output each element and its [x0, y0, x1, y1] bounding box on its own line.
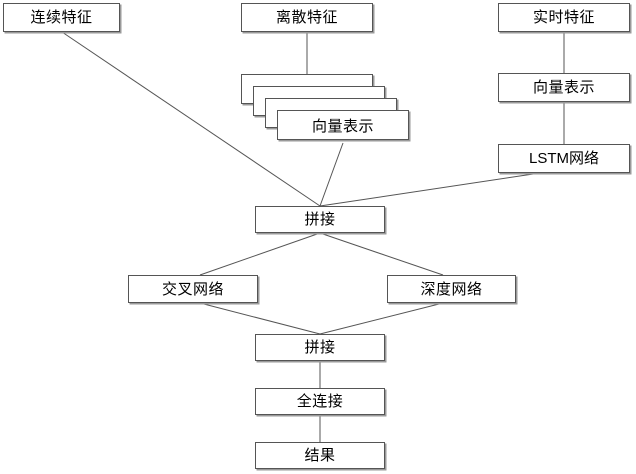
edge-vectorstack-to-concat — [319, 142, 344, 207]
node-label: 向量表示 — [532, 79, 595, 96]
node-cross-network[interactable]: 交叉网络 — [128, 275, 258, 303]
node-label: 结果 — [304, 447, 336, 464]
node-realtime-features[interactable]: 实时特征 — [498, 3, 630, 32]
node-result[interactable]: 结果 — [255, 442, 385, 469]
edge-cross-to-concat2 — [199, 302, 321, 335]
node-concat-top[interactable]: 拼接 — [255, 206, 385, 233]
node-label: 离散特征 — [275, 9, 338, 26]
node-label: 向量表示 — [311, 117, 374, 135]
node-label: 拼接 — [304, 211, 336, 228]
edge-concat-to-cross — [199, 232, 321, 276]
node-vector-representation-realtime[interactable]: 向量表示 — [498, 73, 630, 102]
stack-card-front[interactable]: 向量表示 — [277, 110, 409, 140]
node-fully-connected[interactable]: 全连接 — [255, 388, 385, 415]
node-label: 实时特征 — [532, 9, 595, 26]
node-vector-representation-stack[interactable]: 向量表示 — [241, 74, 411, 143]
node-continuous-features[interactable]: 连续特征 — [3, 3, 120, 32]
node-label: 拼接 — [304, 339, 336, 356]
node-discrete-features[interactable]: 离散特征 — [241, 3, 373, 32]
node-lstm-network[interactable]: LSTM网络 — [498, 144, 630, 173]
edge-concat-to-deep — [319, 232, 444, 276]
edge-deep-to-concat2 — [319, 302, 444, 335]
node-label: 全连接 — [296, 393, 344, 410]
node-label: LSTM网络 — [528, 150, 599, 167]
node-deep-network[interactable]: 深度网络 — [387, 275, 516, 303]
edge-lstm-to-concat — [319, 172, 541, 207]
node-label: 交叉网络 — [161, 280, 224, 298]
node-label: 深度网络 — [420, 280, 483, 298]
node-label: 连续特征 — [30, 9, 93, 26]
node-concat-bottom[interactable]: 拼接 — [255, 334, 385, 361]
